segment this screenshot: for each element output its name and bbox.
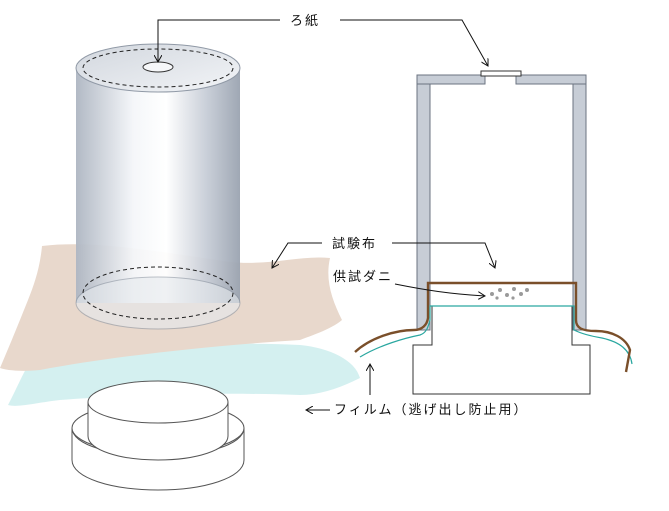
film-line [359,305,633,365]
label-film: フィルム（逃げ出し防止用） [334,402,528,418]
filter-paper-strip [480,70,522,77]
base-top-block-cap [87,380,229,424]
section-top-right [515,74,587,85]
label-test-cloth: 試験布 [332,236,377,252]
cloth-line [354,281,632,373]
arrow-icon [392,242,495,268]
test-mites-dots [490,287,529,300]
arrow-icon [272,242,322,268]
cylinder-bottom-rim [75,276,241,330]
arrow-icon [394,283,485,296]
filter-paper-hole [142,61,174,73]
section-top-left [416,74,486,85]
arrow-icon [158,19,280,62]
cylinder-bottom-dashed [82,266,234,320]
label-test-mites: 供試ダニ [333,269,393,285]
section-base [412,305,591,395]
cylinder-body [76,68,240,303]
label-filter-paper: ろ紙 [290,14,320,29]
arrow-icon [340,19,488,66]
